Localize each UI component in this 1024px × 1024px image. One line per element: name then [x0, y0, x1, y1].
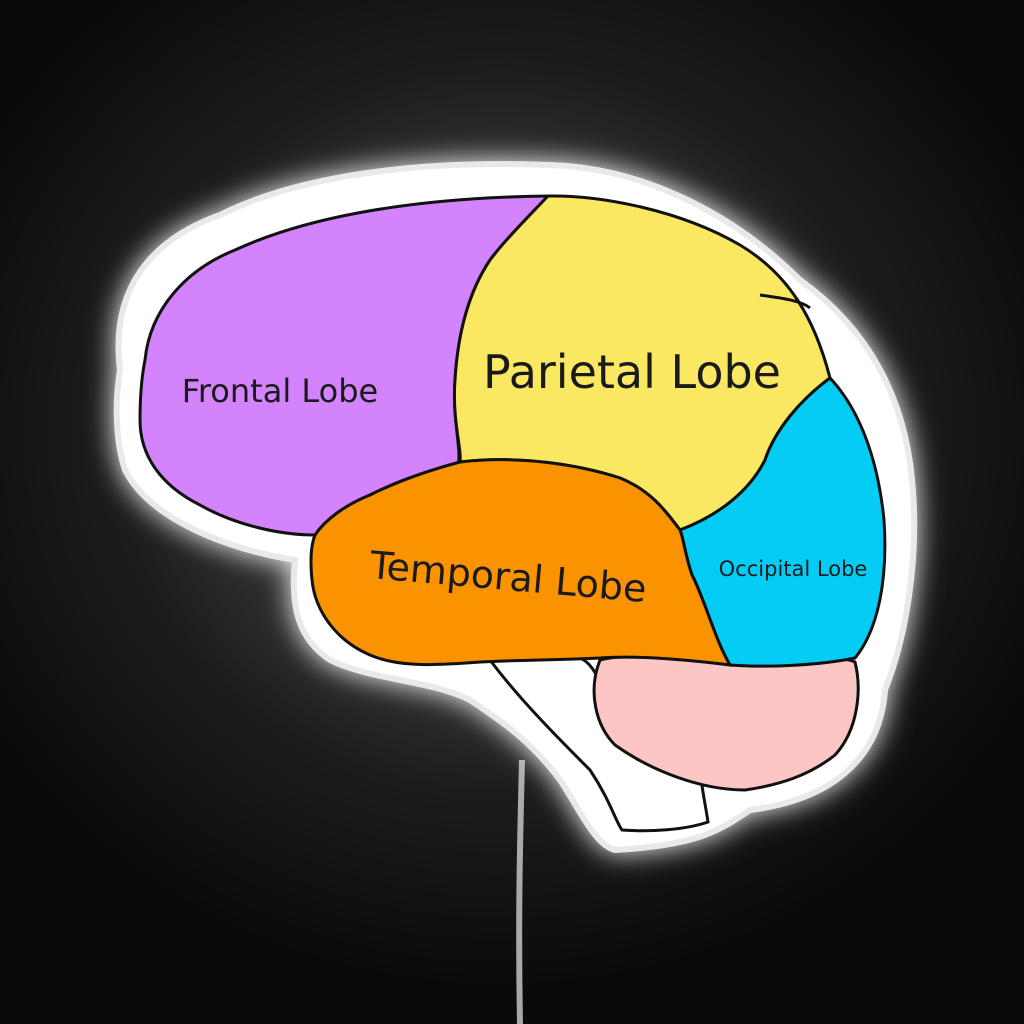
power-cable: [516, 759, 525, 1024]
parietal-lobe-label: Parietal Lobe: [483, 345, 781, 399]
sulcus-line: [759, 293, 811, 310]
temporal-lobe-region: [309, 458, 733, 667]
frontal-lobe-label: Frontal Lobe: [182, 372, 378, 410]
occipital-lobe-label: Occipital Lobe: [719, 557, 868, 581]
